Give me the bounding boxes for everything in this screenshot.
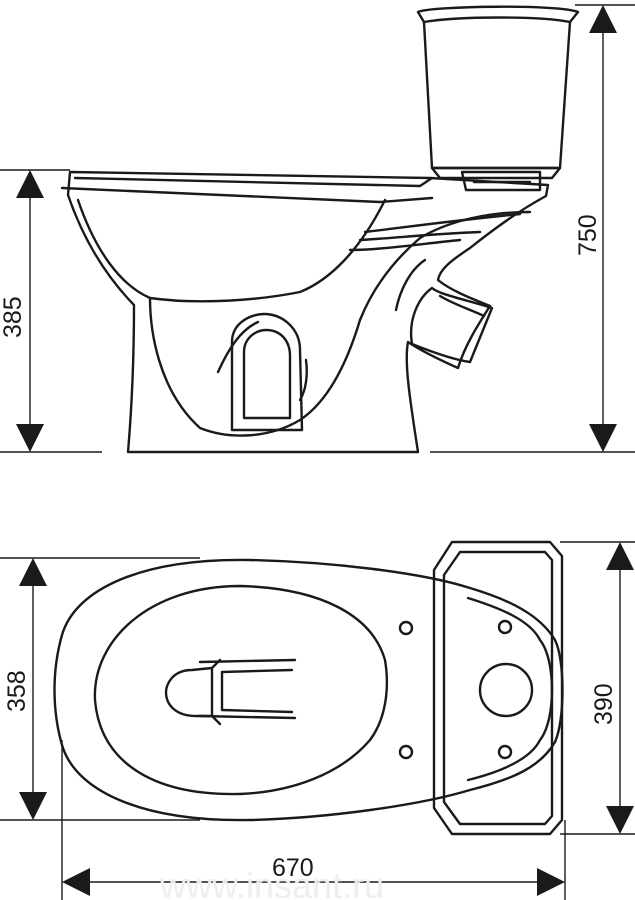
dim-label-390: 390 [590,683,618,725]
tank-top [432,540,564,836]
dim-label-358: 358 [3,670,31,712]
dimension-750: 750 [574,5,617,452]
bowl-side-outline [66,170,550,454]
dim-label-750: 750 [574,214,602,256]
side-view [0,4,635,454]
bowl-top-outline [53,558,564,822]
tank-side [416,5,580,170]
dim-label-385: 385 [0,296,27,338]
watermark: www.insant.ru [159,865,384,900]
dimension-358: 358 [3,558,47,820]
top-view [0,540,635,900]
dimension-670: 670 [62,854,565,896]
dimension-385: 385 [0,170,44,452]
dimension-390: 390 [590,542,634,834]
dim-label-670: 670 [272,854,314,882]
